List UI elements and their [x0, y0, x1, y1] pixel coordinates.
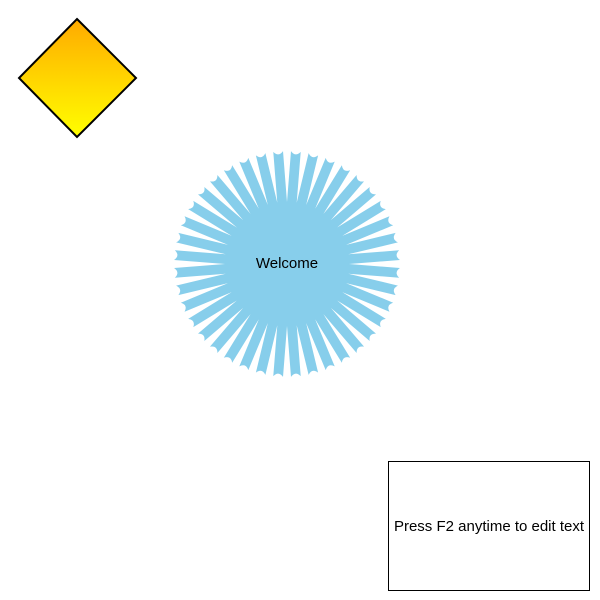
welcome-label[interactable]: Welcome	[255, 255, 319, 272]
diamond-polygon[interactable]	[17, 17, 138, 139]
note-box[interactable]: Press F2 anytime to edit text	[388, 461, 590, 591]
burst-petals[interactable]	[174, 151, 400, 377]
note-text[interactable]: Press F2 anytime to edit text	[393, 517, 585, 535]
